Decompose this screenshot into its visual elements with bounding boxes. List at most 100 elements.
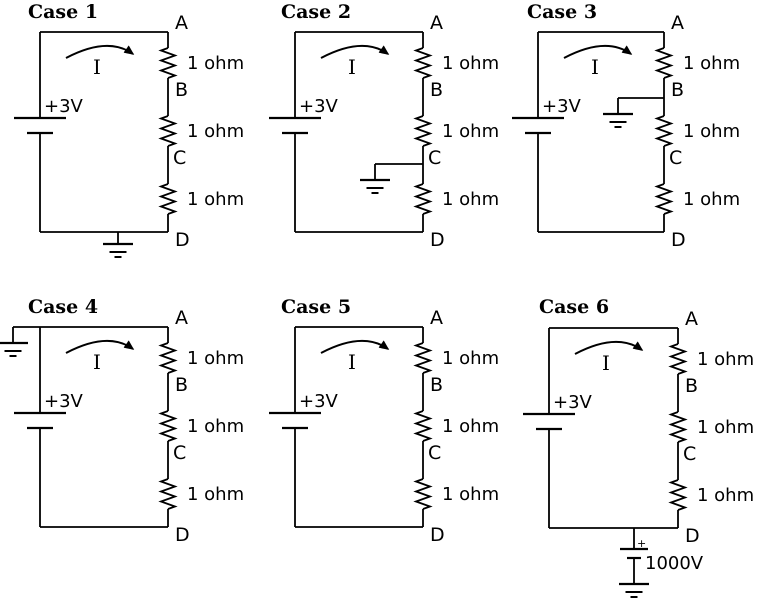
current-label: I: [591, 55, 599, 79]
resistor-3-value-label: 1 ohm: [442, 484, 499, 505]
battery-3v-symbol: [523, 412, 575, 431]
resistor-3-value-label: 1 ohm: [697, 485, 754, 506]
resistor-2-value-label: 1 ohm: [187, 121, 244, 142]
node-label-c: C: [173, 442, 186, 464]
battery-polarity-label: +: [637, 537, 646, 550]
node-label-a: A: [175, 12, 188, 34]
case-title: Case 4: [28, 296, 98, 318]
node-label-d: D: [671, 229, 686, 251]
battery-1000v-symbol: [620, 547, 648, 560]
resistor-2: [654, 115, 674, 147]
battery-3v-symbol: [14, 411, 66, 430]
case-title: Case 6: [539, 296, 609, 318]
ground-icon: [0, 341, 28, 357]
resistor-1-value-label: 1 ohm: [697, 349, 754, 370]
resistor-3: [158, 478, 178, 510]
node-label-a: A: [175, 307, 188, 329]
case-title: Case 5: [281, 296, 351, 318]
node-label-d: D: [430, 524, 445, 546]
resistor-2: [668, 411, 688, 443]
ground-icon: [360, 178, 390, 194]
resistor-2-value-label: 1 ohm: [697, 417, 754, 438]
resistor-2: [413, 410, 433, 442]
resistor-2-value-label: 1 ohm: [442, 416, 499, 437]
battery-voltage-label: +3V: [542, 96, 582, 117]
resistor-2-value-label: 1 ohm: [442, 121, 499, 142]
battery-3v-symbol: [269, 116, 321, 135]
battery-voltage-label: +3V: [299, 96, 339, 117]
resistor-2: [413, 115, 433, 147]
resistor-1: [668, 343, 688, 375]
node-label-b: B: [430, 374, 443, 396]
battery-voltage-label: 1000V: [645, 553, 704, 574]
resistor-2-value-label: 1 ohm: [187, 416, 244, 437]
node-label-c: C: [428, 147, 441, 169]
battery-voltage-label: +3V: [299, 391, 339, 412]
current-direction-arrow: [65, 44, 135, 59]
battery-3v-symbol: [14, 116, 66, 135]
current-label: I: [348, 350, 356, 374]
resistor-1-value-label: 1 ohm: [442, 53, 499, 74]
current-label: I: [93, 350, 101, 374]
resistor-3: [158, 183, 178, 215]
case-3-circuit: Case 3 +3V 1 ohm 1 ohm 1 ohm A B C D I: [512, 1, 740, 251]
battery-3v-symbol: [269, 411, 321, 430]
node-label-a: A: [685, 308, 698, 330]
resistor-3-value-label: 1 ohm: [683, 189, 740, 210]
resistor-1: [413, 342, 433, 374]
current-label: I: [348, 55, 356, 79]
current-label: I: [93, 55, 101, 79]
node-label-c: C: [683, 443, 696, 465]
ground-icon: [619, 582, 649, 598]
resistor-3: [413, 478, 433, 510]
current-direction-arrow: [65, 339, 135, 354]
resistor-3: [654, 183, 674, 215]
current-label: I: [602, 351, 610, 375]
case-title: Case 2: [281, 1, 351, 23]
resistor-1: [654, 47, 674, 79]
resistor-1-value-label: 1 ohm: [442, 348, 499, 369]
node-label-b: B: [685, 375, 698, 397]
current-direction-arrow: [574, 340, 644, 355]
case-title: Case 1: [28, 1, 98, 23]
ground-icon: [603, 112, 633, 128]
resistor-3: [668, 479, 688, 511]
resistor-2: [158, 410, 178, 442]
resistor-1: [158, 47, 178, 79]
current-direction-arrow: [320, 339, 390, 354]
battery-voltage-label: +3V: [44, 391, 84, 412]
resistor-1: [158, 342, 178, 374]
node-label-d: D: [175, 229, 190, 251]
node-label-b: B: [671, 79, 684, 101]
resistor-2-value-label: 1 ohm: [683, 121, 740, 142]
resistor-3-value-label: 1 ohm: [442, 189, 499, 210]
resistor-2: [158, 115, 178, 147]
node-label-d: D: [430, 229, 445, 251]
case-title: Case 3: [527, 1, 597, 23]
node-label-b: B: [430, 79, 443, 101]
resistor-1: [413, 47, 433, 79]
node-label-d: D: [175, 524, 190, 546]
resistor-1-value-label: 1 ohm: [187, 348, 244, 369]
node-label-c: C: [173, 147, 186, 169]
resistor-1-value-label: 1 ohm: [683, 53, 740, 74]
node-label-a: A: [671, 12, 684, 34]
battery-3v-symbol: [512, 116, 564, 135]
node-label-c: C: [669, 147, 682, 169]
node-label-b: B: [175, 79, 188, 101]
ground-icon: [103, 242, 133, 258]
battery-voltage-label: +3V: [553, 392, 593, 413]
node-label-a: A: [430, 307, 443, 329]
resistor-3-value-label: 1 ohm: [187, 484, 244, 505]
node-label-d: D: [685, 525, 700, 547]
resistor-3: [413, 183, 433, 215]
current-direction-arrow: [563, 44, 633, 59]
resistor-3-value-label: 1 ohm: [187, 189, 244, 210]
current-direction-arrow: [320, 44, 390, 59]
